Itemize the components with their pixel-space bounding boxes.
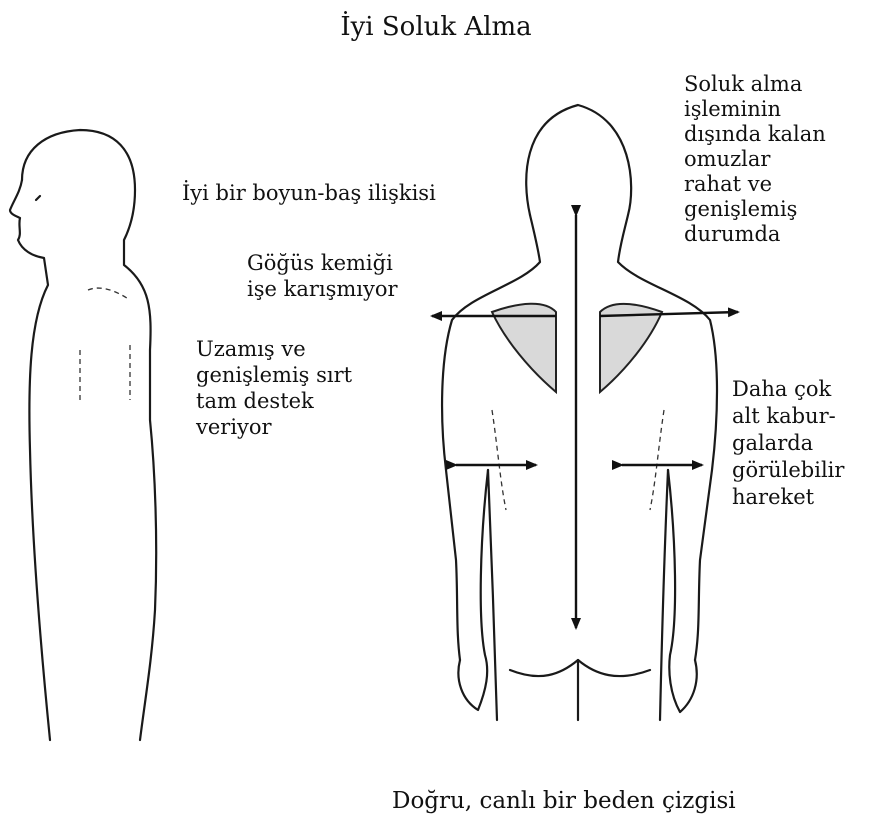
back-view-figure xyxy=(442,105,717,720)
label-head-neck: İyi bir boyun-baş ilişkisi xyxy=(182,180,436,206)
label-ribs: Daha çok alt kabur- galarda görülebilir … xyxy=(732,376,844,511)
caption: Doğru, canlı bir beden çizgisi xyxy=(392,788,736,814)
label-back: Uzamış ve genişlemiş sırt tam destek ver… xyxy=(196,336,352,440)
side-view-figure xyxy=(10,130,156,740)
label-shoulders: Soluk alma işleminin dışında kalan omuzl… xyxy=(684,72,826,247)
label-sternum: Göğüs kemiği işe karışmıyor xyxy=(247,250,398,302)
arrows xyxy=(432,215,738,628)
